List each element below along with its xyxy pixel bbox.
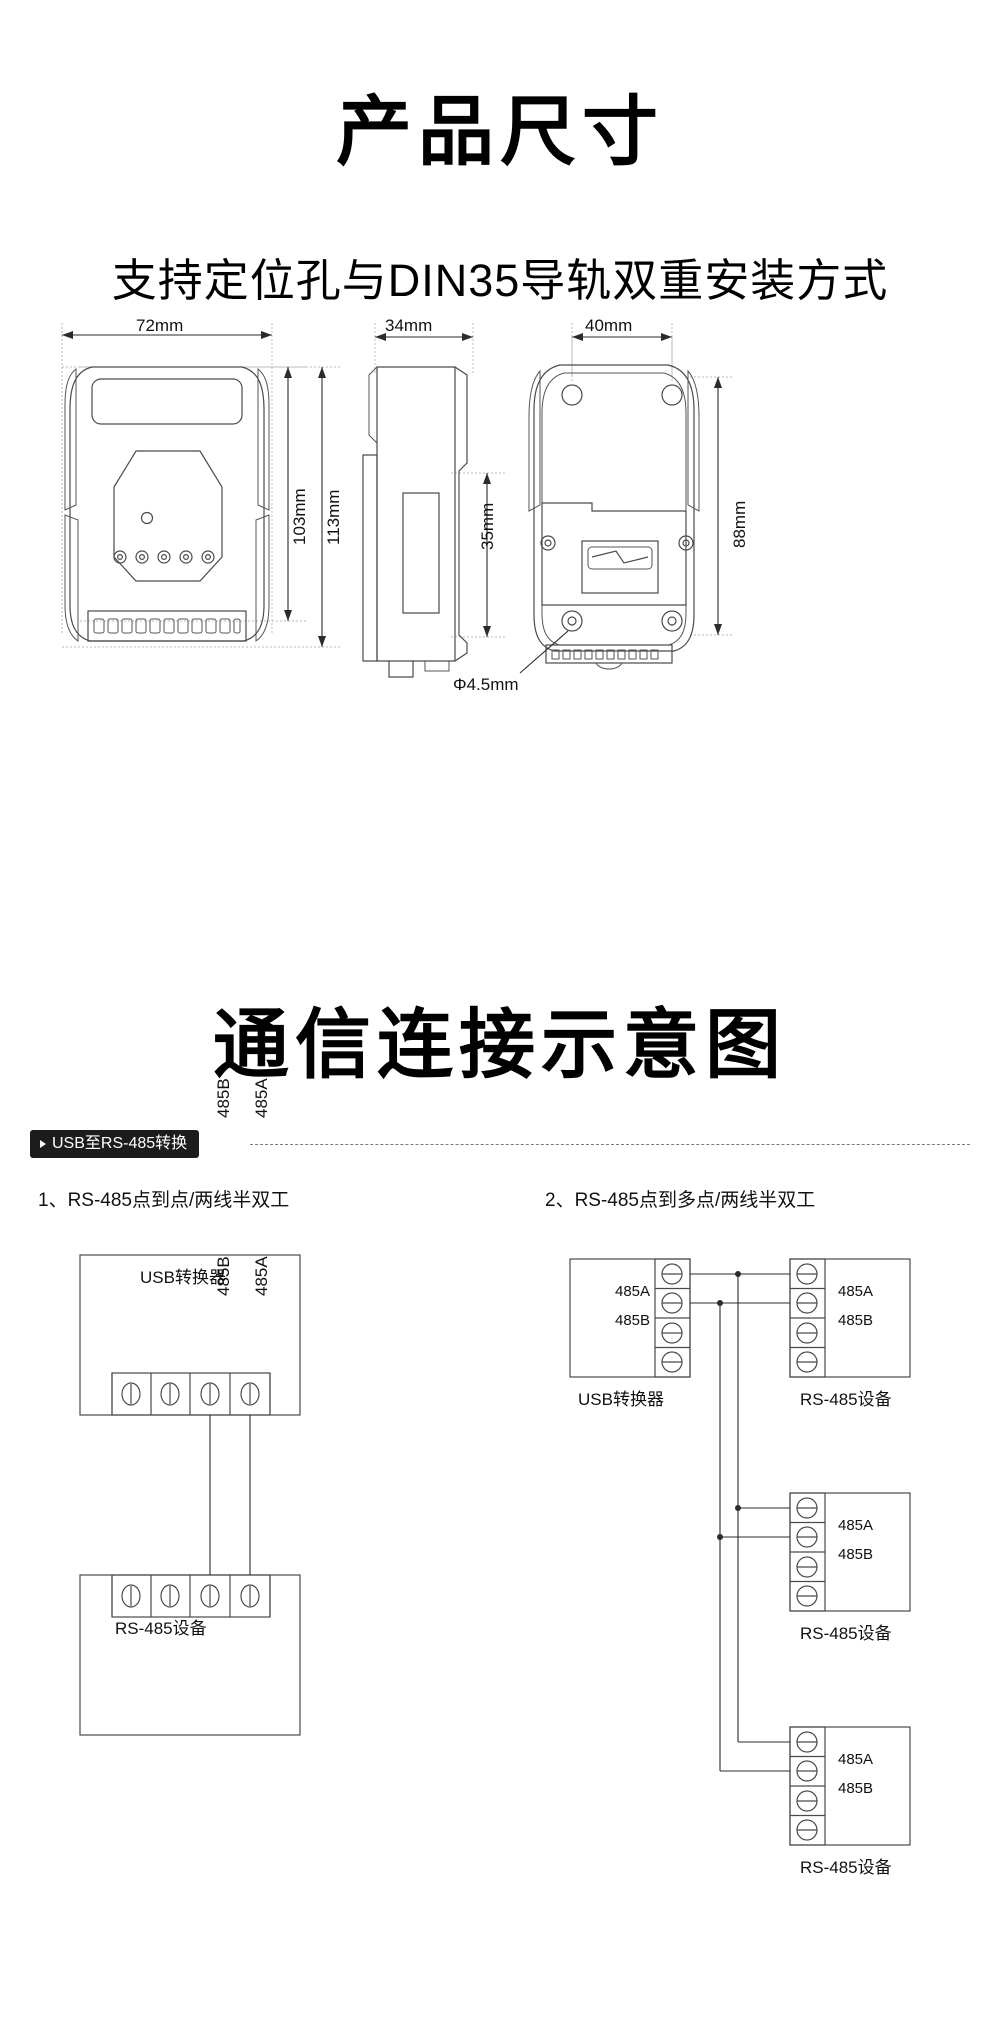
diagram1-top-pin-label-a: 485A <box>252 1078 271 1118</box>
diagram1-heading: 1、RS-485点到点/两线半双工 <box>38 1190 290 1211</box>
diagram2-slave2-label: RS-485设备 <box>800 1624 892 1643</box>
diagram1-bottom-pin-label-b: 485B <box>214 1256 233 1296</box>
diagram1-top-pin-label-b: 485B <box>214 1078 233 1118</box>
rear-view-hole-pitch-dim: 40mm <box>585 316 633 335</box>
side-view-height-dim: 35mm <box>478 502 497 550</box>
diagram1-usb-converter-label: USB转换器 <box>140 1268 226 1287</box>
diagram1-drawing <box>70 1245 410 1805</box>
diagram2-slave3-terminal-b: 485B <box>838 1780 874 1797</box>
diagram2-slave1-terminal-b: 485B <box>838 1312 874 1329</box>
diagram2-slave2-terminal-a: 485A <box>838 1517 874 1534</box>
page-title-dimensions: 产品尺寸 <box>336 90 664 175</box>
front-view-outer-height-dim: 113mm <box>324 489 343 545</box>
diagram2-heading: 2、RS-485点到多点/两线半双工 <box>545 1190 816 1211</box>
diagram1-bottom-pin-label-a: 485A <box>252 1256 271 1296</box>
rear-view-hole-diameter-label: Φ4.5mm <box>453 675 519 694</box>
diagram2-slave1-label: RS-485设备 <box>800 1390 892 1409</box>
dashed-divider <box>250 1144 970 1145</box>
diagram2-slave2-terminal-b: 485B <box>838 1546 874 1563</box>
front-view-width-dim: 72mm <box>136 316 184 335</box>
diagram2-master-label: USB转换器 <box>578 1390 664 1409</box>
diagram2-slave3-label: RS-485设备 <box>800 1858 892 1877</box>
front-view-inner-height-dim: 103mm <box>290 488 309 545</box>
side-view-drawing <box>355 305 535 705</box>
diagram2-slave3-terminal-a: 485A <box>838 1751 874 1768</box>
section-tag-label: USB至RS-485转换 <box>52 1135 188 1152</box>
rear-view-drawing <box>519 305 780 705</box>
diagram2-drawing <box>560 1245 980 1925</box>
diagram2-master-terminal-a: 485A <box>615 1283 651 1300</box>
section-tag-usb-rs485: USB至RS-485转换 <box>30 1130 200 1158</box>
diagram2-slave1-terminal-a: 485A <box>838 1283 874 1300</box>
page-title-wiring: 通信连接示意图 <box>213 1003 787 1088</box>
front-view-drawing <box>40 305 360 705</box>
side-view-width-dim: 34mm <box>385 316 433 335</box>
rear-view-height-dim: 88mm <box>730 500 749 548</box>
section-tag-row: USB至RS-485转换 <box>30 1130 970 1158</box>
diagram1-rs485-device-label: RS-485设备 <box>115 1619 207 1638</box>
diagram2-master-terminal-b: 485B <box>615 1312 651 1329</box>
page-subtitle-mounting: 支持定位孔与DIN35导轨双重安装方式 <box>111 255 889 306</box>
triangle-right-icon <box>40 1140 46 1148</box>
